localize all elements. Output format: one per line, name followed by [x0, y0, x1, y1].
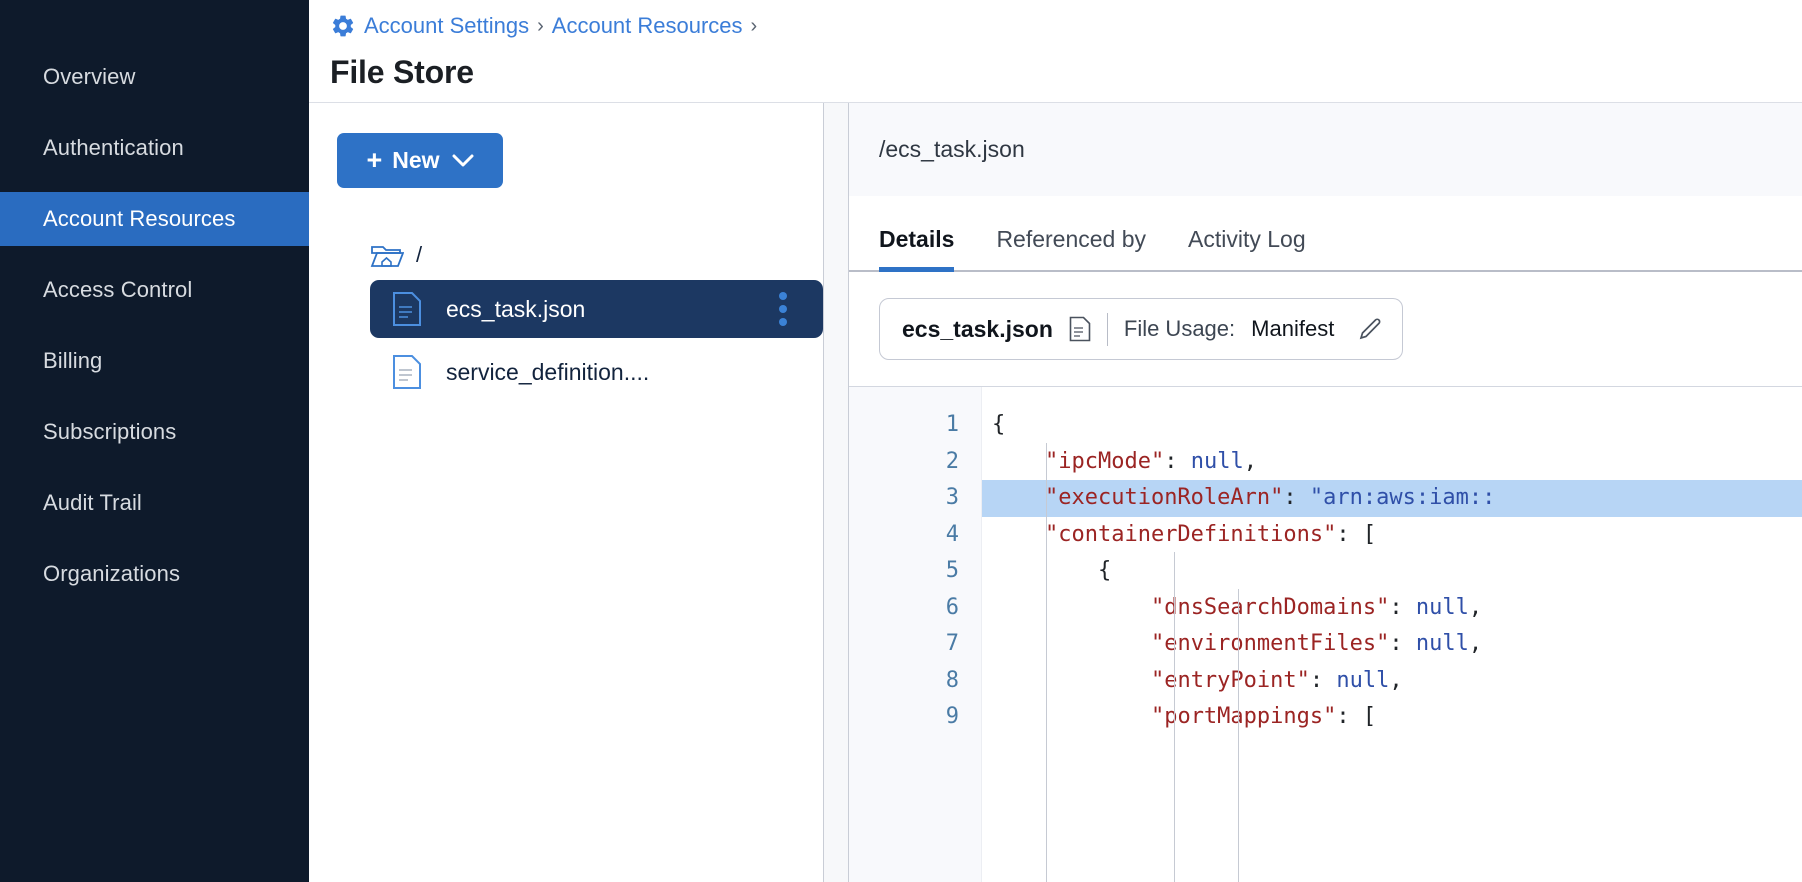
line-number: 3 — [945, 485, 959, 510]
file-usage-section: ecs_task.json File Usage: Manifest — [849, 272, 1802, 360]
line-number: 4 — [945, 521, 959, 547]
tree-root-label: / — [416, 242, 423, 267]
plus-icon: + — [366, 145, 383, 175]
code-line: "dnsSearchDomains": null, — [1150, 594, 1483, 620]
page-title: File Store — [330, 54, 474, 90]
line-number: 8 — [945, 667, 959, 693]
sidebar-item-account-resources[interactable]: Account Resources — [0, 192, 309, 246]
file-row-service-definition[interactable]: service_definition.... — [370, 343, 823, 401]
file-name: ecs_task.json — [446, 295, 586, 322]
divider — [1106, 312, 1108, 346]
breadcrumb-item-account-resources[interactable]: Account Resources — [551, 13, 743, 38]
code-line: "entryPoint": null, — [1150, 667, 1403, 693]
tab-details[interactable]: Details — [879, 226, 955, 272]
file-usage-card: ecs_task.json File Usage: Manifest — [879, 298, 1404, 360]
line-number: 1 — [945, 412, 959, 437]
sidebar-item-label: Account Resources — [43, 206, 236, 231]
sidebar-item-label: Audit Trail — [43, 490, 142, 515]
code-line: "containerDefinitions": [ — [1044, 521, 1377, 547]
tree-root-folder[interactable]: / — [337, 235, 823, 275]
file-name: service_definition.... — [446, 358, 650, 385]
file-path: /ecs_task.json — [879, 136, 1025, 162]
sidebar-item-label: Subscriptions — [43, 419, 177, 444]
sidebar-item-authentication[interactable]: Authentication — [0, 121, 309, 175]
breadcrumb-item-account-settings[interactable]: Account Settings — [364, 13, 530, 38]
sidebar-item-label: Billing — [43, 348, 103, 373]
content-row: + New / — [309, 103, 1802, 882]
sidebar-item-audit-trail[interactable]: Audit Trail — [0, 476, 309, 530]
sidebar-item-subscriptions[interactable]: Subscriptions — [0, 405, 309, 459]
folder-home-icon — [370, 246, 404, 267]
file-usage-value: Manifest — [1251, 316, 1335, 341]
sidebar: Overview Authentication Account Resource… — [0, 0, 309, 882]
sidebar-item-label: Access Control — [43, 277, 193, 302]
tab-label: Details — [879, 226, 955, 252]
code-line: "executionRoleArn": "arn:aws:iam:: — [982, 480, 1802, 517]
editor-gutter: 1 2 3 4 5 6 7 8 9 — [849, 387, 982, 882]
editor-code-area[interactable]: { "ipcMode": null, "executionRoleArn": "… — [982, 387, 1802, 882]
line-number: 6 — [945, 594, 959, 620]
sidebar-item-access-control[interactable]: Access Control — [0, 263, 309, 317]
code-line: { — [1097, 558, 1112, 583]
sidebar-item-organizations[interactable]: Organizations — [0, 547, 309, 601]
file-icon — [393, 292, 421, 326]
json-code-editor[interactable]: 1 2 3 4 5 6 7 8 9 { "ipcMode": — [849, 386, 1802, 882]
sidebar-item-overview[interactable]: Overview — [0, 50, 309, 104]
sidebar-item-label: Organizations — [43, 561, 181, 586]
breadcrumb-separator: › — [537, 14, 544, 37]
file-path-bar: /ecs_task.json — [849, 103, 1802, 196]
page-header: Account Settings › Account Resources › F… — [309, 0, 1802, 103]
sidebar-item-label: Overview — [43, 64, 136, 89]
sidebar-item-billing[interactable]: Billing — [0, 334, 309, 388]
file-row-ecs-task[interactable]: ecs_task.json — [370, 280, 823, 338]
document-icon — [1069, 316, 1091, 342]
main-area: Account Settings › Account Resources › F… — [309, 0, 1802, 882]
line-number: 2 — [945, 448, 959, 474]
file-browser-panel: + New / — [309, 103, 823, 882]
kebab-menu-icon[interactable] — [779, 292, 787, 326]
panel-splitter[interactable] — [823, 103, 849, 882]
code-line: { — [992, 412, 1006, 437]
sidebar-item-label: Authentication — [43, 135, 184, 160]
line-number: 9 — [945, 704, 959, 729]
file-icon — [393, 355, 421, 389]
chevron-down-icon — [452, 154, 474, 166]
file-tree: / ecs_task.json — [337, 235, 823, 401]
breadcrumb: Account Settings › Account Resources › — [330, 6, 1802, 46]
pencil-icon[interactable] — [1358, 316, 1384, 342]
line-number: 7 — [945, 631, 959, 656]
tab-label: Activity Log — [1188, 226, 1306, 252]
tab-activity-log[interactable]: Activity Log — [1188, 226, 1306, 272]
breadcrumb-separator-trailing: › — [750, 14, 758, 37]
code-line: "portMappings": [ — [1150, 704, 1377, 729]
gear-icon — [332, 15, 354, 37]
new-button[interactable]: + New — [337, 133, 503, 188]
code-line: "ipcMode": null, — [1044, 448, 1257, 474]
tab-referenced-by[interactable]: Referenced by — [996, 226, 1146, 272]
file-usage-label: File Usage: — [1123, 316, 1236, 341]
new-button-label: New — [392, 147, 440, 173]
file-usage-file-name: ecs_task.json — [902, 315, 1053, 342]
file-details-panel: /ecs_task.json Details Referenced by Act… — [849, 103, 1802, 882]
tab-label: Referenced by — [996, 226, 1147, 252]
code-line: "environmentFiles": null, — [1150, 631, 1483, 656]
line-number: 5 — [945, 558, 959, 583]
details-tabs: Details Referenced by Activity Log — [849, 196, 1802, 272]
